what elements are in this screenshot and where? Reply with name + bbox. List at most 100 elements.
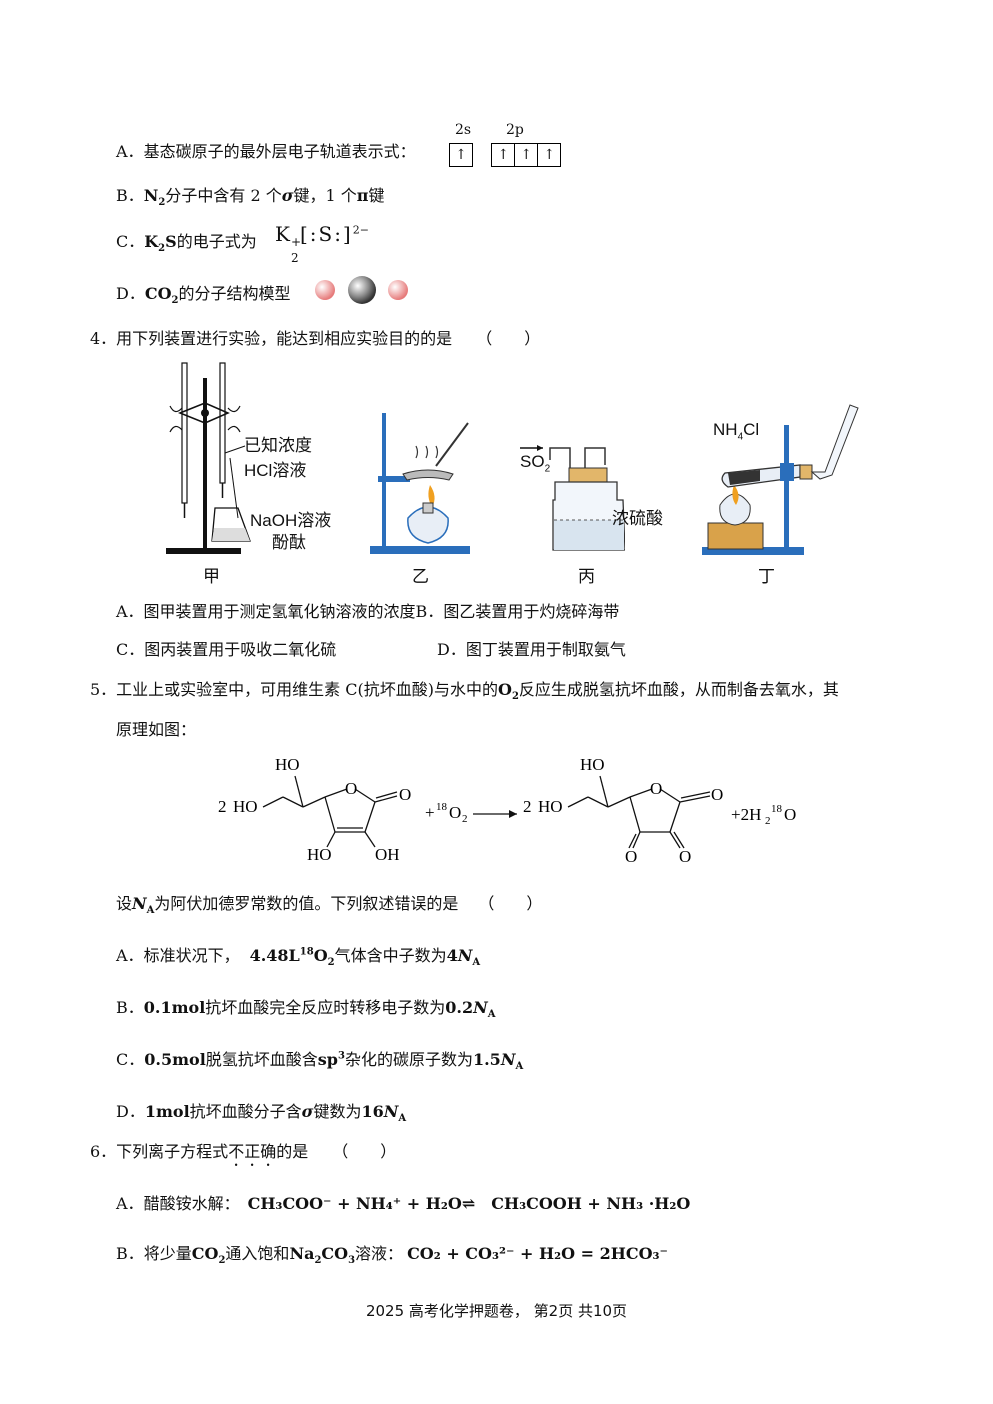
formula: O bbox=[313, 946, 328, 965]
q5-option-d: D．1mol抗坏血酸分子含σ键数为16NA bbox=[116, 1098, 406, 1124]
apparatus-yi bbox=[370, 413, 470, 554]
carbon-atom bbox=[348, 276, 376, 304]
isotope-label: 18 bbox=[771, 803, 783, 815]
option-label: B． bbox=[116, 186, 144, 205]
ho-right: HO bbox=[538, 797, 563, 816]
option-text: 标准状况下， bbox=[143, 946, 240, 965]
label-ding: 丁 bbox=[758, 567, 775, 586]
option-label: C． bbox=[116, 1050, 145, 1069]
volume: 4.48L bbox=[249, 946, 300, 965]
electron-formula-k2s: K + 2 [:S:]2− bbox=[275, 222, 369, 265]
q5-option-a: A．标准状况下，4.48L18O2气体含中子数为4NA bbox=[116, 942, 480, 968]
apparatus-ding bbox=[702, 404, 859, 555]
reaction-arrow bbox=[509, 810, 517, 818]
option-label: A． bbox=[116, 946, 144, 965]
coef-right: 2 bbox=[523, 797, 532, 816]
page-footer: 2025 高考化学押题卷， 第2页 共10页 bbox=[365, 1302, 628, 1320]
orbital-2s-box: ↑ bbox=[449, 143, 473, 167]
option-label: D． bbox=[116, 1102, 145, 1121]
keto-o-2: O bbox=[679, 847, 691, 866]
ring-o-right: O bbox=[650, 779, 662, 798]
subscript: 2 bbox=[544, 463, 551, 475]
formula: K bbox=[144, 232, 159, 251]
oxygen-atom-right bbox=[388, 280, 408, 300]
formula: K bbox=[275, 222, 290, 246]
question-text: 反应生成脱氢抗坏血酸，从而制备去氧水，其 bbox=[518, 680, 839, 699]
subscript: 2 bbox=[314, 1255, 322, 1267]
label-so2: SO2 bbox=[520, 452, 550, 474]
water-o: O bbox=[784, 805, 796, 824]
emphasized-text: 不正确 bbox=[228, 1142, 277, 1161]
question-text: 为阿伏加德罗常数的值。下列叙述错误的是 bbox=[154, 894, 459, 913]
formula: Cl bbox=[743, 420, 760, 439]
carbonyl-o-right: O bbox=[711, 785, 723, 804]
option-text: 的电子式为 bbox=[176, 232, 257, 251]
value: 4 bbox=[446, 946, 458, 965]
option-text: 分子中含有 2 个 bbox=[165, 186, 282, 205]
answer-blank: （ ） bbox=[476, 329, 541, 348]
option-text: 键，1 个 bbox=[293, 186, 357, 205]
superscript: 2− bbox=[352, 223, 369, 237]
question-text: 设 bbox=[116, 894, 133, 913]
subscript: 2 bbox=[158, 197, 166, 209]
coef-left: 2 bbox=[218, 797, 227, 816]
q6-option-b: B．将少量CO2通入饱和Na2CO3溶液：CO₂ + CO₃²⁻ + H₂O =… bbox=[116, 1240, 668, 1266]
label-h2so4: 浓硫酸 bbox=[612, 509, 663, 528]
formula: [:S:] bbox=[299, 222, 353, 246]
ho-top-right: HO bbox=[580, 755, 605, 774]
sigma-symbol: σ bbox=[281, 186, 294, 205]
option-text: 抗坏血酸完全反应时转移电子数为 bbox=[205, 998, 446, 1017]
ho-top-left: HO bbox=[275, 755, 300, 774]
option-label: A． bbox=[116, 1194, 144, 1213]
subscript: 2 bbox=[462, 813, 468, 825]
amount: 0.1mol bbox=[143, 998, 206, 1017]
option-label: A． bbox=[116, 142, 144, 161]
q3-option-c: C．K2S的电子式为 bbox=[116, 228, 257, 254]
formula: CO bbox=[191, 1244, 219, 1263]
option-text: 键 bbox=[368, 186, 385, 205]
orbital-2s-label: 2s bbox=[455, 122, 472, 138]
label-naoh: NaOH溶液 bbox=[250, 511, 332, 530]
q5-lead: 设NA为阿伏加德罗常数的值。下列叙述错误的是（ ） bbox=[116, 890, 542, 916]
orbital-2p-box-2: ↑ bbox=[515, 143, 539, 167]
q6-option-a: A．醋酸铵水解：CH₃COO⁻ + NH₄⁺ + H₂O⇌ CH₃COOH + … bbox=[116, 1190, 690, 1214]
label-yi: 乙 bbox=[412, 567, 429, 586]
question-text: 4．用下列装置进行实验，能达到相应实验目的的是 bbox=[90, 329, 453, 348]
q4-option-ab: A．图甲装置用于测定氢氧化钠溶液的浓度B．图乙装置用于灼烧碎海带 bbox=[116, 602, 620, 621]
q4-option-d: D．图丁装置用于制取氨气 bbox=[437, 640, 626, 659]
answer-blank: （ ） bbox=[478, 894, 543, 913]
superscript: 3 bbox=[337, 1050, 345, 1062]
q5-stem-line2: 原理如图： bbox=[116, 720, 197, 739]
label-nh4cl: NH4Cl bbox=[713, 420, 759, 442]
hybridization: sp bbox=[317, 1050, 338, 1069]
subscript: 2 bbox=[765, 815, 771, 827]
apparatus-bing bbox=[520, 445, 625, 551]
subscript: 2 bbox=[171, 295, 179, 307]
subscript: 2 bbox=[511, 691, 519, 703]
value: 0.2 bbox=[445, 998, 474, 1017]
plus-sign: + bbox=[425, 803, 435, 822]
option-label: B． bbox=[116, 998, 144, 1017]
option-text: 通入饱和 bbox=[225, 1244, 290, 1263]
ho-bottom-left: HO bbox=[307, 845, 332, 864]
isotope-label: 18 bbox=[436, 801, 448, 813]
subscript: A bbox=[472, 957, 481, 969]
subscript: 3 bbox=[348, 1255, 356, 1267]
option-label: B． bbox=[116, 1244, 144, 1263]
subscript: A bbox=[146, 905, 155, 917]
superscript: 18 bbox=[299, 946, 314, 958]
q5-option-c: C．0.5mol脱氢抗坏血酸含sp3杂化的碳原子数为1.5NA bbox=[116, 1046, 523, 1072]
option-label: D． bbox=[116, 284, 145, 303]
oh-bottom-right: OH bbox=[375, 845, 400, 864]
formula: Na bbox=[289, 1244, 315, 1263]
label-bing: 丙 bbox=[578, 567, 595, 586]
subscript: 2 bbox=[327, 957, 335, 969]
orbital-2p-label: 2p bbox=[506, 122, 524, 138]
option-text: 基态碳原子的最外层电子轨道表示式： bbox=[143, 142, 416, 161]
q4-option-c: C．图丙装置用于吸收二氧化硫 bbox=[116, 640, 337, 659]
oxygen-formula: O bbox=[449, 803, 461, 822]
subscript: A bbox=[398, 1113, 407, 1125]
amount: 1mol bbox=[144, 1102, 190, 1121]
subscript: 4 bbox=[737, 431, 744, 443]
q3-option-a: A．基态碳原子的最外层电子轨道表示式： bbox=[116, 138, 416, 162]
